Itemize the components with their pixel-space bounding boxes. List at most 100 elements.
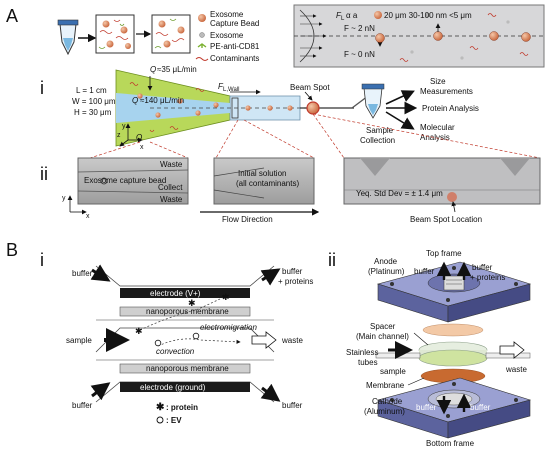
legend-exosome: Exosome [210,31,244,40]
flow-direction: Flow Direction [222,215,273,224]
device-cathode-2: (Aluminum) [364,407,405,416]
sample-left: sample [66,336,92,345]
device-top-frame: Top frame [426,249,462,258]
micrograph-middle [213,157,315,205]
legend-antibody: PE-anti-CD81 [210,42,260,51]
qp-top-label: Q [150,65,156,74]
beam-spot-label: Beam Spot [290,83,330,92]
mixture-box-1-content [98,19,131,49]
qp-bottom-label: Q [136,133,142,142]
channel-schematic [115,69,354,147]
mixture-box-2 [151,14,191,54]
dims-L: L = 1 cm [76,86,107,95]
legend-ev: : EV [166,416,182,425]
panel-b-sub-ii: ii [328,250,336,270]
axis-x: x [140,144,144,151]
device-buffer-bottom-right: buffer [470,403,491,412]
micro-capture-bead: Exosome capture bead [84,176,166,185]
buffer-bottom-right: buffer [282,401,303,410]
sample-tube-icon [57,19,79,56]
size-bead-icon [374,11,382,19]
device-waste-arrow-icon [499,341,525,359]
micro-waste-top: Waste [160,160,183,169]
axes-icon-top [119,123,143,147]
legend-capture-bead: Exosome [210,10,244,19]
capture-bead-icon [198,14,206,22]
device-bottom-frame: Bottom frame [426,439,475,448]
svg-text:✱: ✱ [188,298,196,308]
force-box: F L α a 20 μm 30-100 nm <5 μm F ~ 2 nN F… [293,4,545,68]
size-exosome-icon [425,12,431,18]
output-size-2: Measurements [420,87,473,96]
electrode-top: electrode (V+) [150,289,201,298]
legend-protein-icon: ✱ [156,402,165,413]
svg-text:✱: ✱ [135,326,143,336]
waste-arrow-icon [251,331,277,349]
micrograph-right [343,157,541,205]
contaminant-icon [195,57,209,61]
device-waste: waste [505,365,527,374]
membrane-bottom: nanoporous membrane [146,364,229,373]
micro-collect: Collect [158,183,183,192]
device-anode-1: Anode [374,257,398,266]
device-anode-2: (Platinum) [368,267,405,276]
sample-collection-2: Collection [360,136,395,145]
device-buffer-top: buffer [414,267,435,276]
device-spacer-2: (Main channel) [356,332,409,341]
electrode-bottom: electrode (ground) [140,383,206,392]
force-bottom: F ~ 0 nN [344,50,375,59]
axis-y-2: y [62,195,66,202]
dims-W: W = 100 μm [72,97,116,106]
device-spacer-1: Spacer [370,322,396,331]
device-buffer-proteins-2: + proteins [470,273,505,282]
output-protein: Protein Analysis [422,104,479,113]
force-sizes: 20 μm 30-100 nm <5 μm [384,11,472,20]
exosome-icon [199,32,205,38]
force-formula-sub: L [341,16,345,22]
device-sample: sample [380,367,406,376]
micro-waste-bottom: Waste [160,195,183,204]
membrane-top: nanoporous membrane [146,307,229,316]
device-membrane: Membrane [366,381,405,390]
mixture-box-2-content [154,18,185,49]
antibody-icon [197,43,207,48]
output-molecular-1: Molecular [420,123,455,132]
micro-initial-1: Initial solution [238,169,286,178]
legend-ev-icon [156,416,164,424]
buffer-top-left: buffer [72,269,93,278]
micrograph-left [77,157,189,205]
beam-spot-location: Beam Spot Location [410,215,482,224]
buffer-top-right-1: buffer [282,267,303,276]
fl-wall-sub: L,Wall [223,87,239,93]
collection-tube-icon [351,83,385,119]
device-stainless-2: tubes [358,358,378,367]
dims-H: H = 30 μm [74,108,112,117]
force-alpha: α a [346,11,358,20]
device-stainless-1: Stainless [346,348,378,357]
beam-spot-marker [306,101,320,115]
output-size-1: Size [430,77,446,86]
legend-contaminants: Contaminants [210,54,259,63]
qo-label: Q [132,96,138,105]
panel-b-label: B [6,240,18,260]
buffer-top-right-2: + proteins [278,277,313,286]
legend-capture-bead-2: Capture Bead [210,19,259,28]
axis-z: z [117,132,121,139]
axis-y: y [122,123,126,130]
fl-wall-label: F [218,82,224,91]
sample-collection-1: Sample [366,126,394,135]
micro-std-dev: Yeq. Std Dev = ± 1.4 μm [356,189,443,198]
output-molecular-2: Analysis [420,133,450,142]
migration-paths: ✱ ✱ ✱ [135,292,241,347]
convection-label: convection [156,347,195,356]
legend: Exosome Capture Bead Exosome PE-anti-CD8… [195,10,260,63]
panel-b-sub-i: i [40,250,44,270]
size-contaminant-icon [487,13,497,17]
qp-top-value: ≈35 μL/min [157,65,197,74]
micro-initial-2: (all contaminants) [236,179,299,188]
qo-value: ≈140 μL/min [140,96,184,105]
axis-x-2: x [86,213,90,220]
waste-right: waste [281,336,303,345]
electrophoresis-schematic [95,265,275,403]
